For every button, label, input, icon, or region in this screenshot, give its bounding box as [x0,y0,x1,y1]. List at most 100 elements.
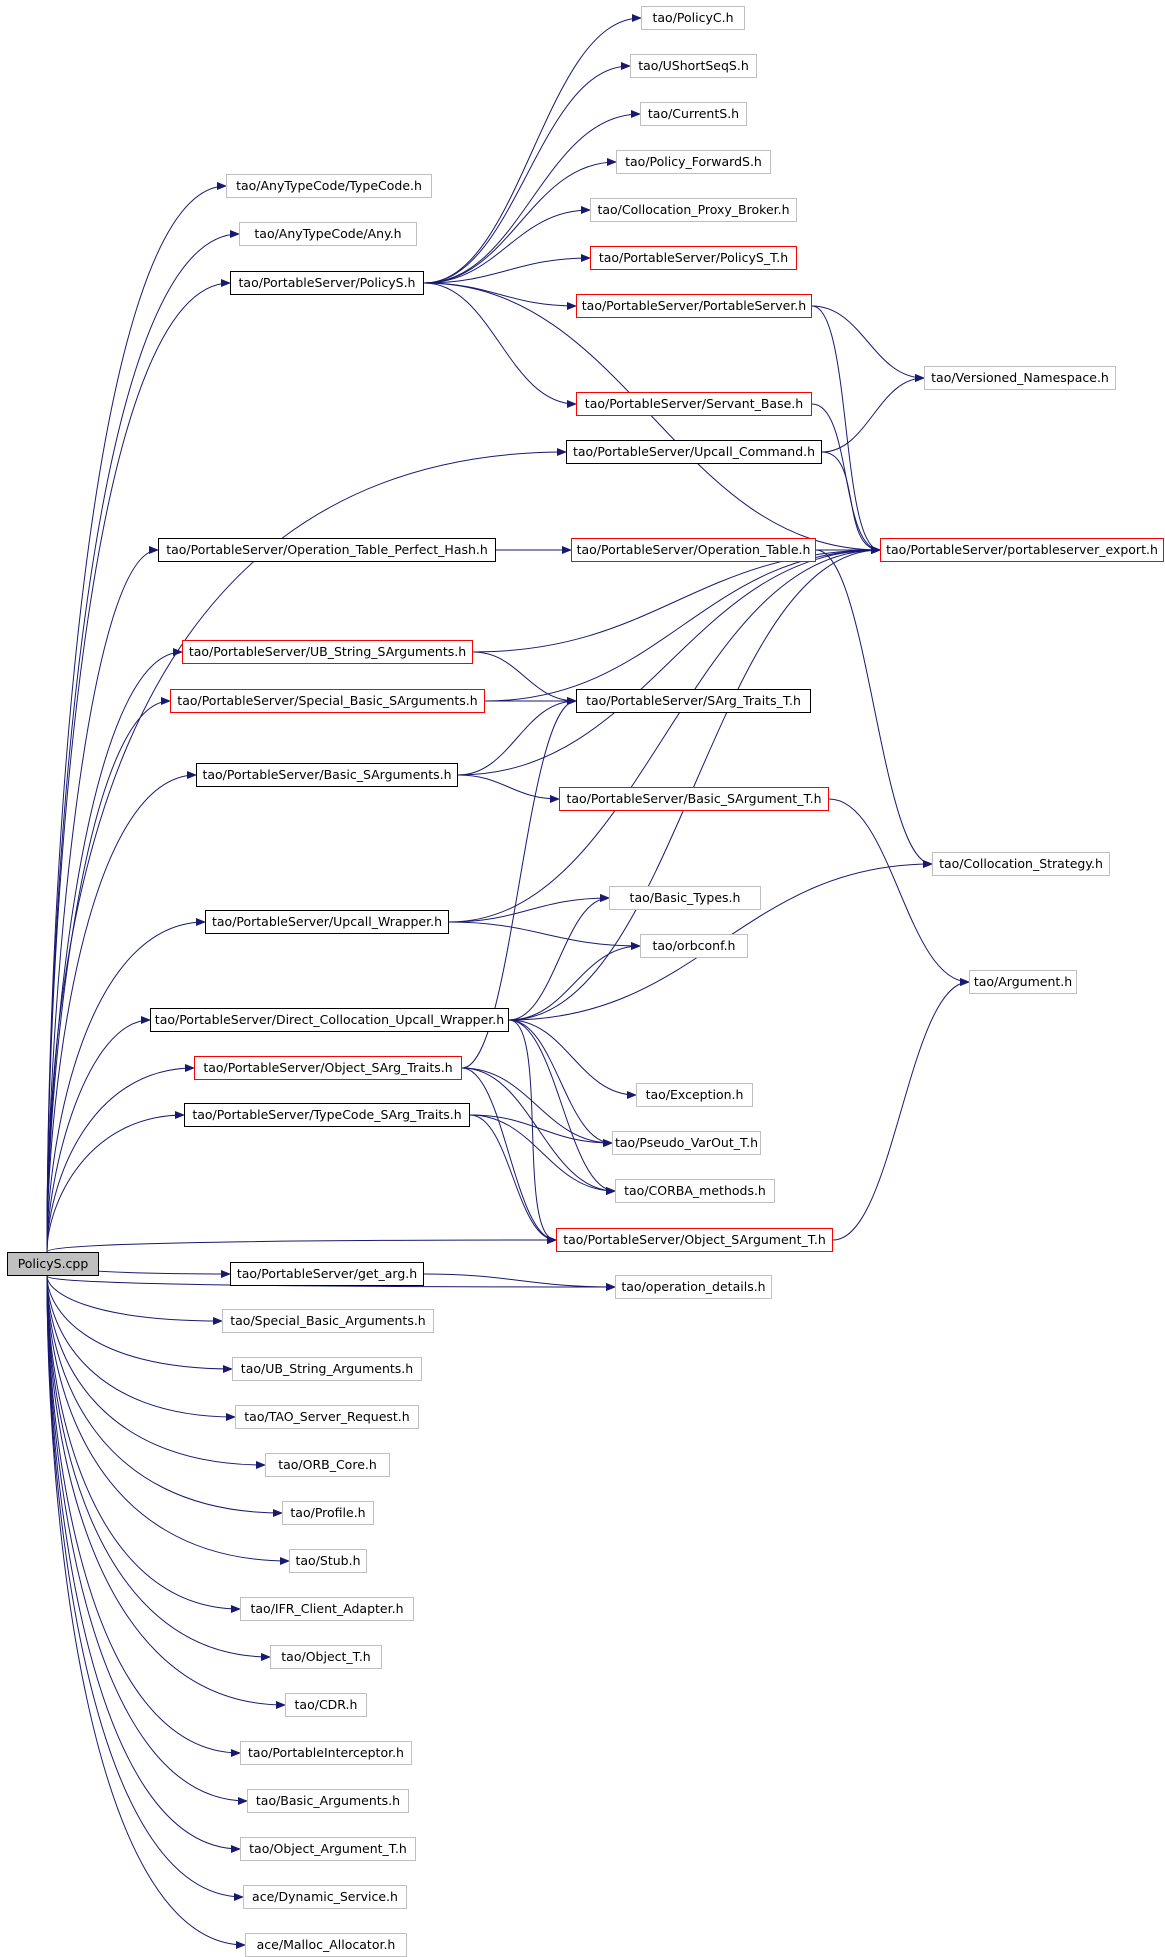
node-tao-portableserver-upcall-command-h[interactable]: tao/PortableServer/Upcall_Command.h [566,440,822,464]
edge-root-to-objsargtraits [46,1064,195,1253]
node-tao-ub-string-arguments-h[interactable]: tao/UB_String_Arguments.h [232,1357,422,1381]
node-tao-orb-core-h[interactable]: tao/ORB_Core.h [265,1453,390,1477]
node-tao-object-argument-t-h[interactable]: tao/Object_Argument_T.h [240,1837,416,1861]
edge-dcuw-to-exception [508,1019,637,1099]
node-tao-orbconf-h[interactable]: tao/orbconf.h [640,934,748,958]
edge-upcallcmd-to-versioned [821,374,925,453]
node-tao-portableserver-operation-table-h[interactable]: tao/PortableServer/Operation_Table.h [571,538,816,562]
edge-dcuw-to-basictypes [508,894,610,1021]
node-tao-portableserver-typecode-sarg-traits-h[interactable]: tao/PortableServer/TypeCode_SArg_Traits.… [184,1103,470,1127]
edge-upwrap-to-psexport [448,546,881,923]
node-tao-portableserver-ub-string-sarguments-h[interactable]: tao/PortableServer/UB_String_SArguments.… [182,640,473,664]
edge-root-to-tcsargtraits [46,1111,185,1253]
node-tao-versioned-namespace-h[interactable]: tao/Versioned_Namespace.h [924,366,1116,390]
edge-policys-to-ushort [423,62,631,284]
node-ace-dynamic-service-h[interactable]: ace/Dynamic_Service.h [243,1885,407,1909]
node-tao-ifr-client-adapter-h[interactable]: tao/IFR_Client_Adapter.h [240,1597,414,1621]
node-tao-portableserver-policys-t-h[interactable]: tao/PortableServer/PolicyS_T.h [590,246,797,270]
node-tao-policyc-h[interactable]: tao/PolicyC.h [641,6,745,30]
node-tao-operation-details-h[interactable]: tao/operation_details.h [615,1275,772,1299]
root-node: PolicyS.cpp [7,1252,99,1276]
edge-ubstr-to-psexport [472,546,881,653]
edge-root-to-spbasic [46,697,171,1253]
edge-root-to-cdr [46,1275,286,1709]
edge-root-to-malloc [46,1275,246,1949]
node-tao-profile-h[interactable]: tao/Profile.h [282,1501,374,1525]
node-tao-corba-methods-h[interactable]: tao/CORBA_methods.h [615,1179,775,1203]
node-tao-exception-h[interactable]: tao/Exception.h [636,1083,753,1107]
node-tao-portableserver-special-basic-sarguments-h[interactable]: tao/PortableServer/Special_Basic_SArgume… [170,689,485,713]
edge-dcuw-to-objsargt [508,1019,557,1244]
edge-dcuw-to-orbconf [508,942,641,1021]
edge-root-to-any [46,230,240,1253]
edge-basicsargs-to-psexport [457,546,881,776]
node-tao-anytypecode-typecode-h[interactable]: tao/AnyTypeCode/TypeCode.h [226,174,432,198]
node-tao-basic-types-h[interactable]: tao/Basic_Types.h [609,886,761,910]
edge-root-to-optph [46,546,159,1253]
node-tao-object-t-h[interactable]: tao/Object_T.h [270,1645,382,1669]
edge-objsargtraits-to-corba [461,1067,616,1195]
edge-root-to-objectt [46,1275,271,1661]
edge-objsargtraits-to-pseudo [461,1067,613,1147]
edge-objsargt-to-argument [832,978,970,1241]
edge-root-to-spbasicargs [46,1275,223,1325]
node-tao-policy-forwards-h[interactable]: tao/Policy_ForwardS.h [616,150,771,174]
edge-objsargtraits-to-objsargt [461,1067,557,1244]
node-tao-collocation-proxy-broker-h[interactable]: tao/Collocation_Proxy_Broker.h [590,198,797,222]
node-tao-portableserver-object-sargument-t-h[interactable]: tao/PortableServer/Object_SArgument_T.h [556,1228,833,1252]
node-tao-portableserver-direct-collocation-upcall-wrapper-h[interactable]: tao/PortableServer/Direct_Collocation_Up… [150,1008,509,1032]
node-tao-ushortseqs-h[interactable]: tao/UShortSeqS.h [630,54,757,78]
node-tao-portableserver-sarg-traits-t-h[interactable]: tao/PortableServer/SArg_Traits_T.h [576,689,811,713]
edge-tcsargtraits-to-pseudo [469,1114,613,1147]
node-tao-portableserver-policys-h[interactable]: tao/PortableServer/PolicyS.h [230,271,424,295]
node-tao-argument-h[interactable]: tao/Argument.h [969,970,1077,994]
edge-policys-to-policyst [423,254,591,284]
node-tao-portableserver-portableserver-h[interactable]: tao/PortableServer/PortableServer.h [576,294,812,318]
edge-root-to-objsargt [46,1236,557,1253]
edge-root-to-basicargs [46,1275,248,1805]
edge-optable-to-collstrat [815,549,933,868]
edge-objsargtraits-to-sargtraits [461,697,577,1069]
edge-upcallcmd-to-psexport [821,451,881,554]
edge-root-to-orbcore [46,1275,266,1469]
node-ace-malloc-allocator-h[interactable]: ace/Malloc_Allocator.h [245,1933,407,1957]
edge-policys-to-polfwd [423,158,617,284]
node-tao-portableserver-object-sarg-traits-h[interactable]: tao/PortableServer/Object_SArg_Traits.h [194,1056,462,1080]
edge-root-to-basicsargs [46,771,197,1253]
edge-root-to-ifr [46,1275,241,1613]
node-tao-tao-server-request-h[interactable]: tao/TAO_Server_Request.h [235,1405,419,1429]
node-tao-portableinterceptor-h[interactable]: tao/PortableInterceptor.h [240,1741,412,1765]
edge-dcuw-to-psexport [508,546,881,1021]
node-tao-anytypecode-any-h[interactable]: tao/AnyTypeCode/Any.h [239,222,417,246]
edge-policys-to-ps [423,282,577,310]
node-tao-special-basic-arguments-h[interactable]: tao/Special_Basic_Arguments.h [222,1309,434,1333]
node-tao-portableserver-get-arg-h[interactable]: tao/PortableServer/get_arg.h [230,1262,424,1286]
node-tao-portableserver-portableserver-export-h[interactable]: tao/PortableServer/portableserver_export… [880,538,1164,562]
edge-basicsargs-to-basicsargt [457,774,560,803]
node-tao-portableserver-basic-sarguments-h[interactable]: tao/PortableServer/Basic_SArguments.h [196,763,458,787]
edge-root-to-taoreq [46,1275,236,1421]
node-tao-portableserver-upcall-wrapper-h[interactable]: tao/PortableServer/Upcall_Wrapper.h [205,910,449,934]
edge-ps-to-psexport [811,305,881,554]
edge-root-to-pi [46,1275,241,1757]
node-tao-portableserver-operation-table-perfect-hash-h[interactable]: tao/PortableServer/Operation_Table_Perfe… [158,538,496,562]
node-tao-collocation-strategy-h[interactable]: tao/Collocation_Strategy.h [932,852,1110,876]
edge-upwrap-to-basictypes [448,894,610,923]
edge-basicsargs-to-sargtraits [457,697,577,776]
node-tao-cdr-h[interactable]: tao/CDR.h [285,1693,367,1717]
edge-policys-to-collprox [423,206,591,284]
node-tao-currents-h[interactable]: tao/CurrentS.h [640,102,747,126]
edge-upwrap-to-orbconf [448,921,641,950]
node-tao-pseudo-varout-t-h[interactable]: tao/Pseudo_VarOut_T.h [612,1131,761,1155]
edge-root-to-upcallcmd [46,448,567,1253]
edge-root-to-ubstrargs [46,1275,233,1373]
node-tao-stub-h[interactable]: tao/Stub.h [289,1549,367,1573]
edge-root-to-dcuw [46,1016,151,1253]
node-tao-portableserver-servant-base-h[interactable]: tao/PortableServer/Servant_Base.h [576,392,812,416]
node-tao-basic-arguments-h[interactable]: tao/Basic_Arguments.h [247,1789,409,1813]
edge-root-to-typecode [46,182,227,1253]
edge-getarg-to-opdetails [423,1273,616,1291]
node-tao-portableserver-basic-sargument-t-h[interactable]: tao/PortableServer/Basic_SArgument_T.h [559,787,829,811]
